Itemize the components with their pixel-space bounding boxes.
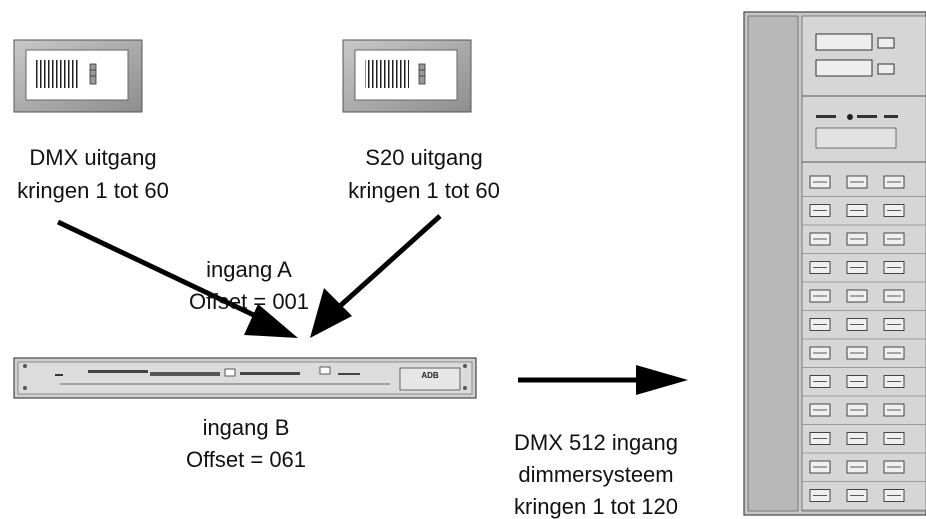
s20-console-icon: [342, 39, 472, 113]
arrow-merger-to-dimmer: [518, 365, 688, 395]
dimmer-rack-cabinet: [743, 11, 926, 516]
input-a-line1: ingang A: [206, 257, 292, 282]
dmx-merger-unit: [13, 357, 477, 399]
input-b-line2: Offset = 061: [186, 447, 306, 472]
arrow-s20-to-merger: [310, 214, 442, 338]
dmx-source-line2: kringen 1 tot 60: [17, 178, 169, 203]
output-line3: kringen 1 tot 120: [514, 494, 678, 519]
output-line1: DMX 512 ingang: [514, 430, 678, 455]
s20-source-line2: kringen 1 tot 60: [348, 178, 500, 203]
output-line2: dimmersysteem: [518, 462, 673, 487]
input-b-line1: ingang B: [203, 415, 290, 440]
s20-source-line1: S20 uitgang: [365, 145, 482, 170]
arrow-dmx-to-merger: [56, 219, 298, 338]
input-a-line2: Offset = 001: [189, 289, 309, 314]
dimmer-modules: [802, 175, 926, 511]
merger-brand-logo: ADB: [421, 371, 439, 380]
dmx-source-line1: DMX uitgang: [29, 145, 156, 170]
dmx-console-icon: [13, 39, 143, 113]
